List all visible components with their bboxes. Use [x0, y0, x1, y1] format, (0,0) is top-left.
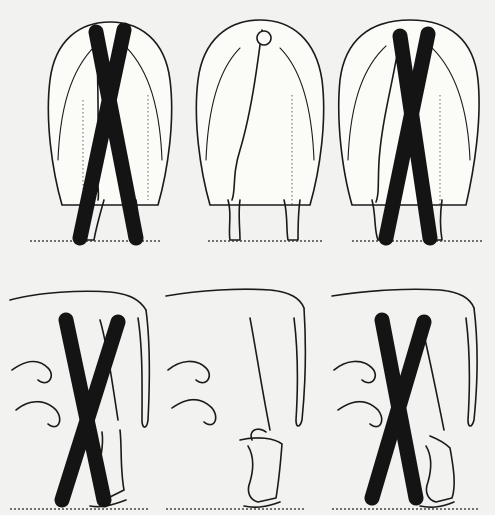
- cow-rear-drawing: [196, 20, 323, 240]
- cross-mark: [62, 320, 118, 500]
- panel-rear-right: [339, 20, 482, 241]
- cross-mark: [372, 320, 424, 498]
- panel-rear-left: [30, 22, 172, 241]
- cow-side-drawing: [166, 289, 305, 507]
- panel-rear-center: [196, 20, 323, 241]
- panel-side-right: [332, 289, 478, 509]
- panel-side-left: [10, 291, 150, 509]
- panel-side-center: [166, 289, 306, 509]
